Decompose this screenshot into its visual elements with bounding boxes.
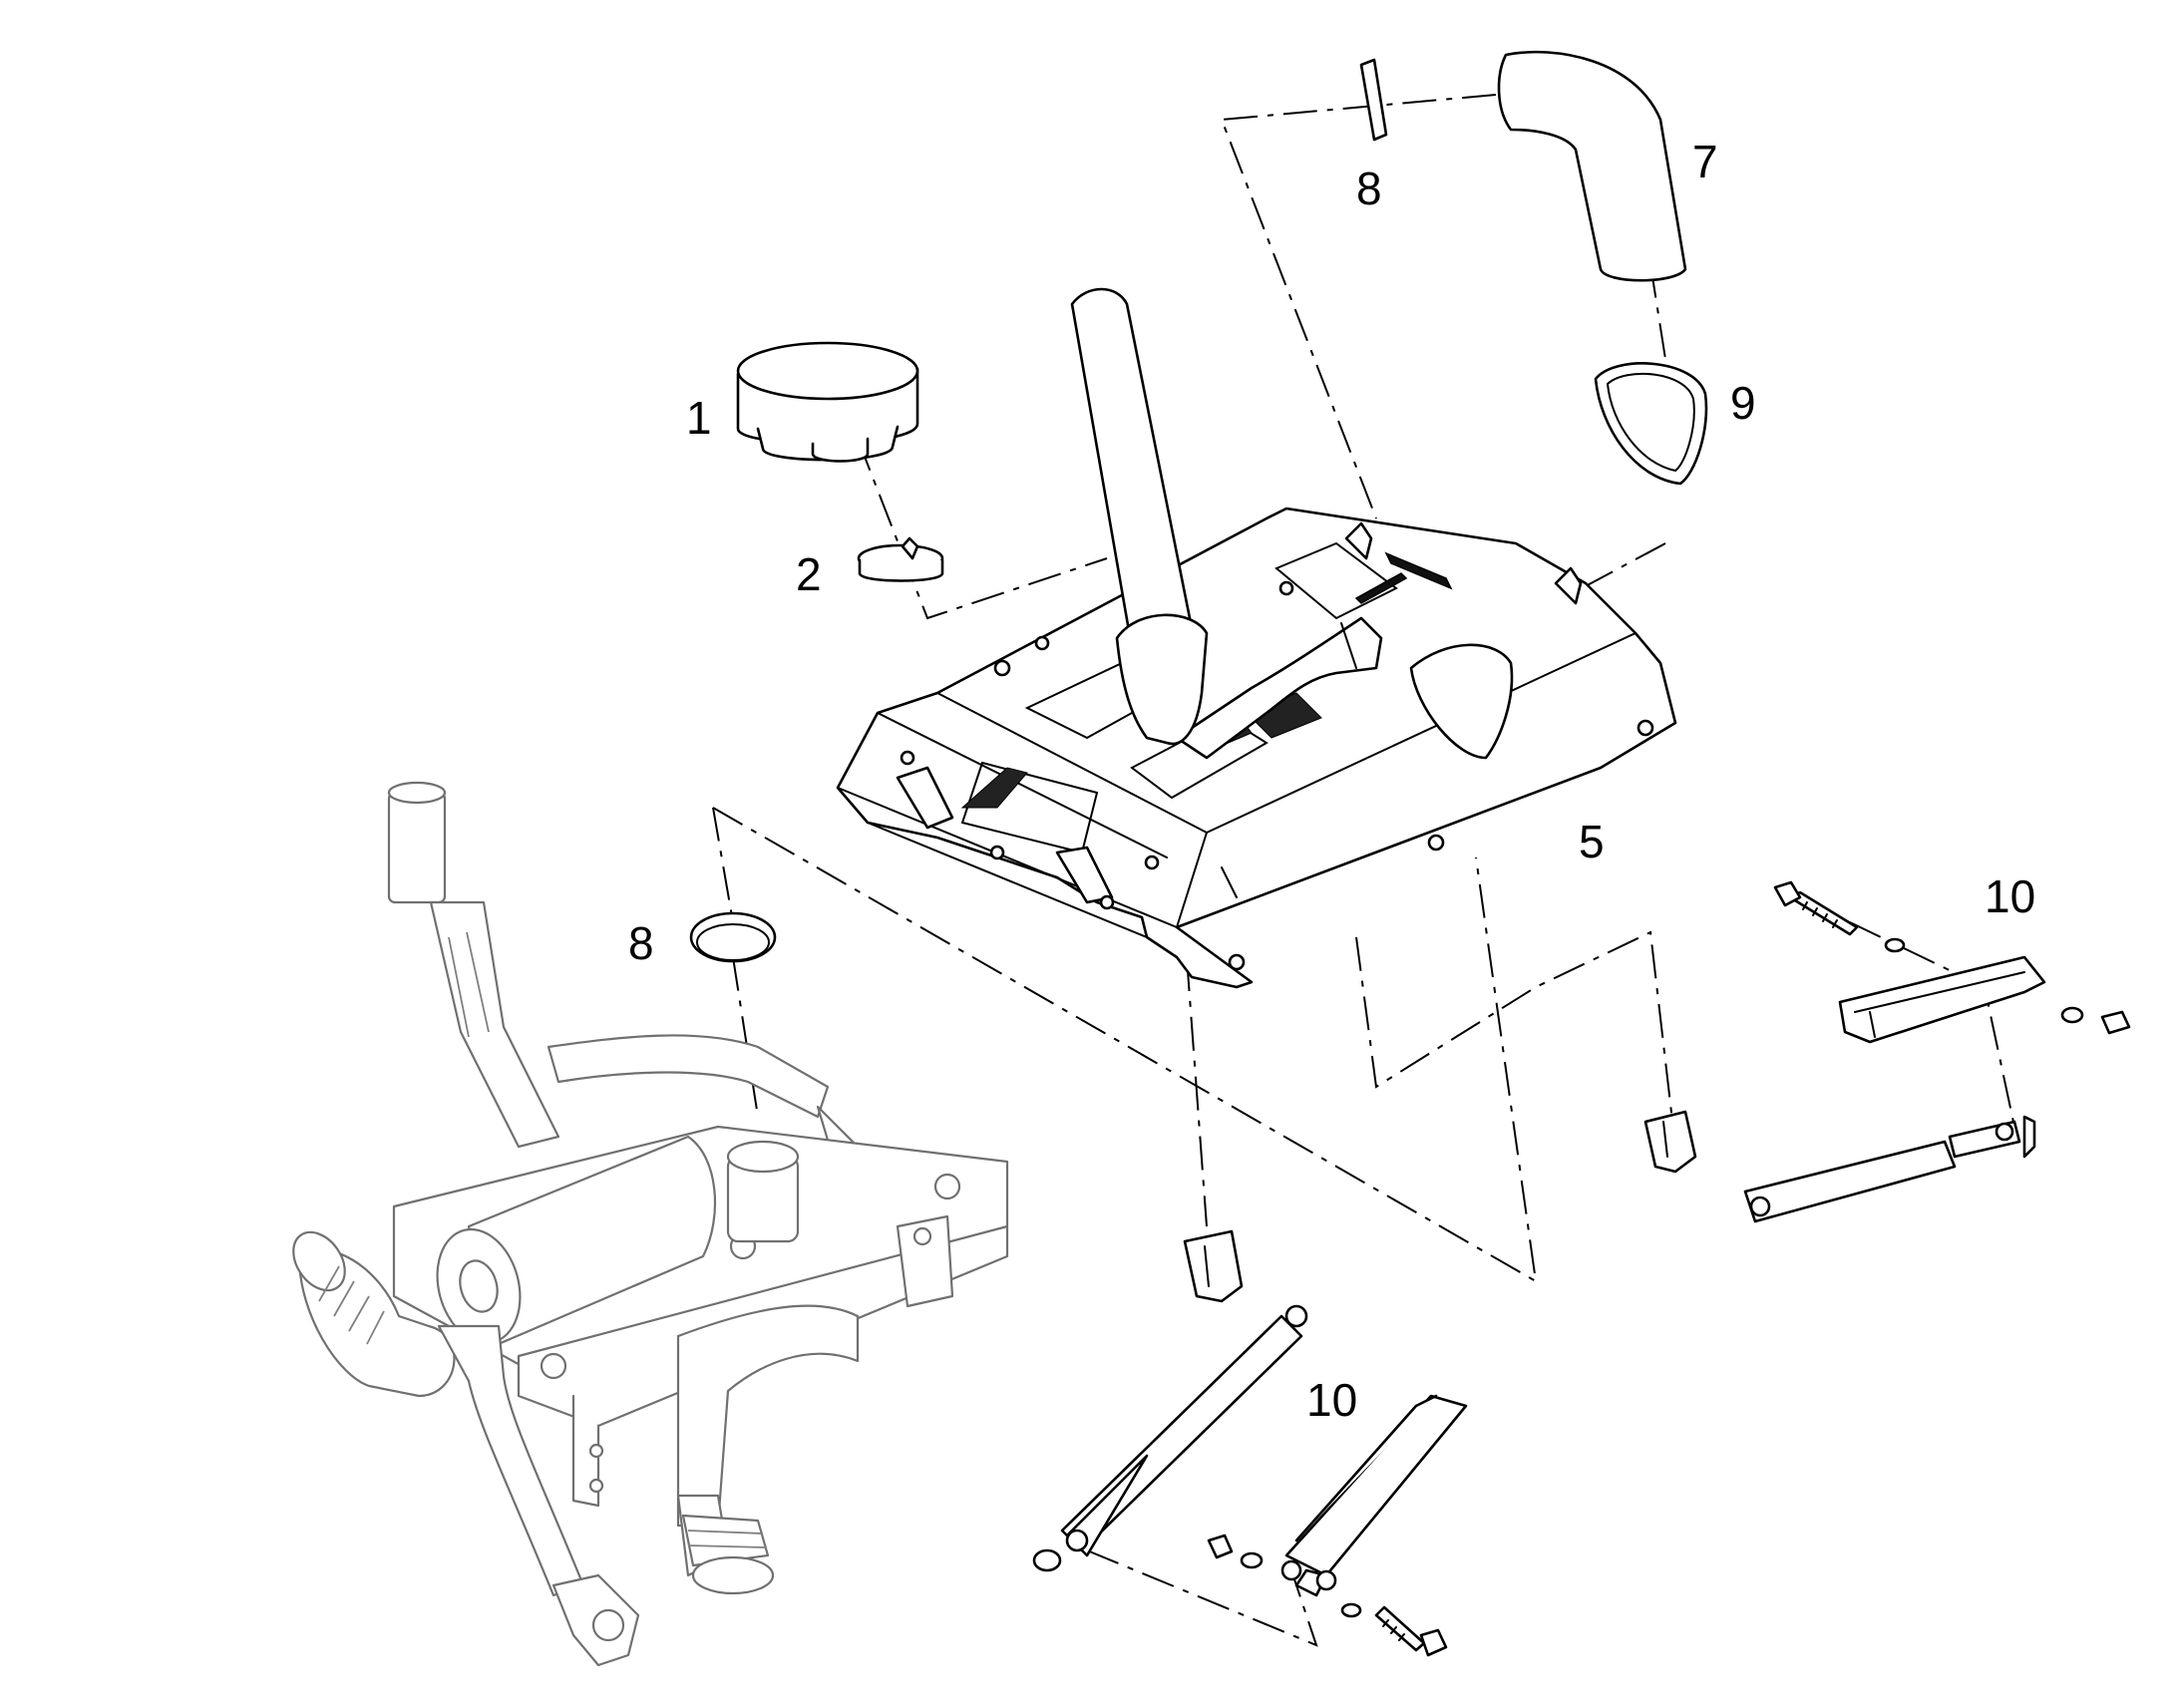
callout-9: 9	[1730, 377, 1756, 429]
callout-8-top: 8	[1356, 163, 1382, 214]
callout-5: 5	[1579, 816, 1605, 867]
callout-10-center: 10	[1306, 1374, 1357, 1426]
part-8-ring-clamp	[689, 911, 777, 963]
callout-2: 2	[796, 548, 822, 600]
part-5-cover-panel	[836, 507, 1677, 989]
part-10-strut-assembly-center	[1032, 1229, 1468, 1657]
snorkel-tube	[1070, 287, 1209, 746]
callout-7: 7	[1692, 136, 1718, 187]
part-10-strut-assembly-right	[1643, 880, 2131, 1223]
part-7-elbow-hose	[1497, 50, 1687, 282]
callout-1: 1	[686, 392, 712, 444]
part-2-clamp	[857, 536, 944, 582]
callout-labels: 1 2 5 7 8 8 9 10 10	[628, 136, 2035, 1426]
leader-lines	[712, 94, 2015, 1647]
engine-exhaust-assembly	[292, 781, 1009, 1667]
callout-10-right: 10	[1985, 870, 2035, 922]
part-1-air-filter	[736, 341, 919, 463]
part-9-oval-seal	[1594, 362, 1708, 486]
part-8-gasket-top	[1359, 58, 1388, 142]
callout-8-left: 8	[628, 917, 654, 969]
